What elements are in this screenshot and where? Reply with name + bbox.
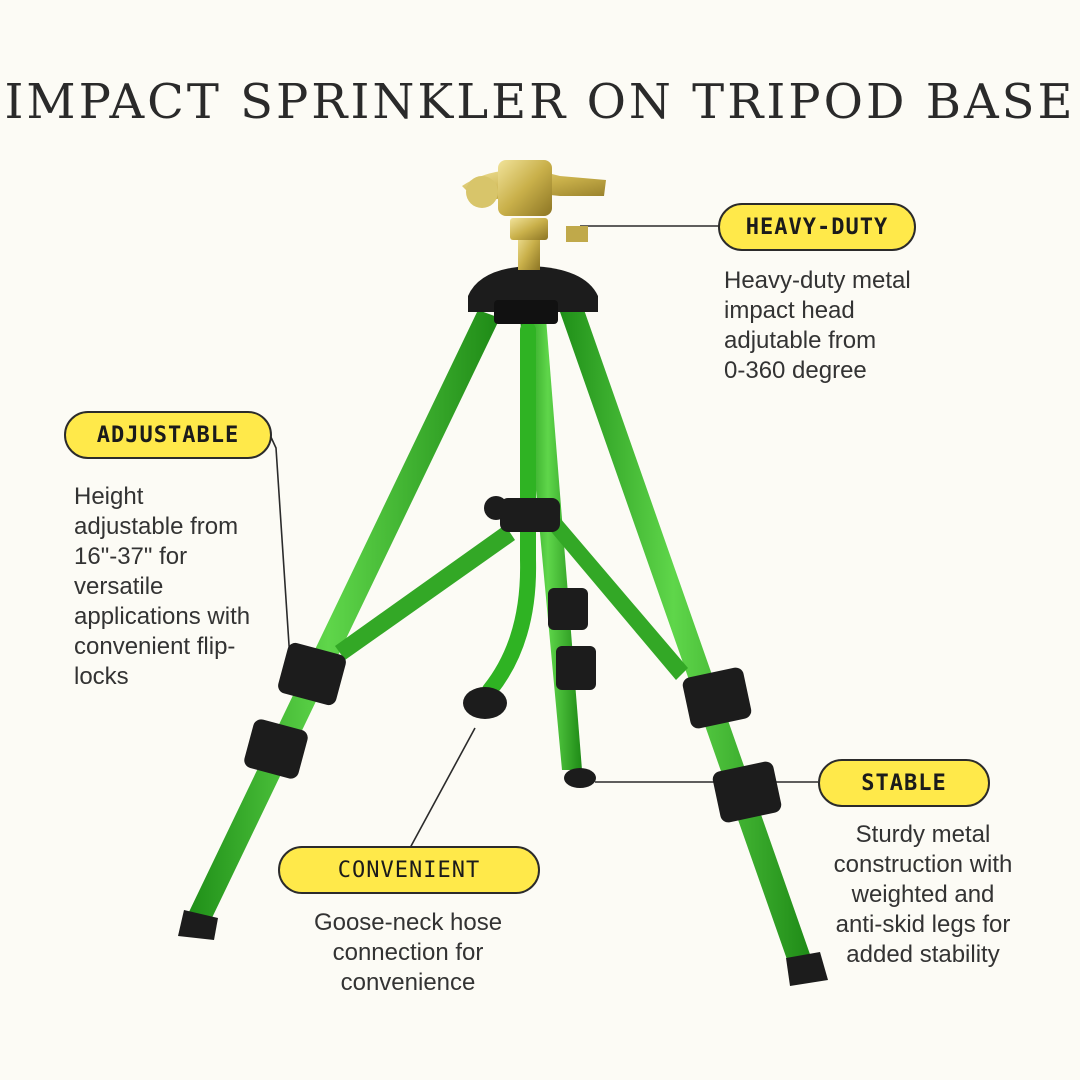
clamp-left-upper (278, 642, 346, 706)
center-hub-clamp (500, 498, 560, 532)
impact-nozzle (466, 176, 498, 208)
heavy-duty-label: HEAVY-DUTY (745, 214, 889, 240)
clamp-back-upper (548, 588, 588, 630)
goose-neck (482, 322, 537, 698)
left-brace (335, 525, 515, 660)
adjustable-pill: ADJUSTABLE (64, 411, 272, 459)
heavy-duty-description: Heavy-duty metal impact head adjutable f… (724, 267, 911, 384)
right-brace (548, 518, 688, 680)
adjustable-description: Height adjustable from 16"-37" for versa… (74, 483, 251, 690)
clamp-left-lower (244, 719, 308, 779)
adjustable-line (269, 434, 291, 661)
page-title: IMPACT SPRINKLER ON TRIPOD BASE (4, 74, 1076, 130)
adjustable-label: ADJUSTABLE (96, 422, 240, 448)
brass-nut (510, 218, 548, 240)
tripod-head (462, 160, 606, 324)
convenient-description: Goose-neck hose connection for convenien… (313, 909, 503, 996)
foot-right (786, 952, 828, 986)
foot-back (564, 768, 596, 788)
stable-pill: STABLE (818, 759, 990, 807)
center-knob (484, 496, 508, 520)
flip-lock-clamps (178, 496, 828, 986)
brass-stem (518, 232, 540, 270)
convenient-pill: CONVENIENT (278, 846, 540, 894)
callout-lines (269, 225, 818, 849)
convenient-line (409, 727, 476, 849)
stable-label: STABLE (861, 770, 947, 796)
hose-connector (463, 687, 507, 719)
stable-description: Sturdy metal construction with weighted … (833, 821, 1013, 968)
convenient-label: CONVENIENT (337, 857, 481, 883)
clamp-back-lower (556, 646, 596, 690)
foot-left (178, 910, 218, 940)
head-collar (494, 300, 558, 324)
clamp-right-upper (682, 667, 752, 729)
right-leg (560, 304, 812, 968)
impact-spring-body (498, 160, 552, 216)
deflector-tab (566, 226, 588, 242)
heavy-duty-pill: HEAVY-DUTY (718, 203, 916, 251)
clamp-right-lower (712, 761, 782, 823)
